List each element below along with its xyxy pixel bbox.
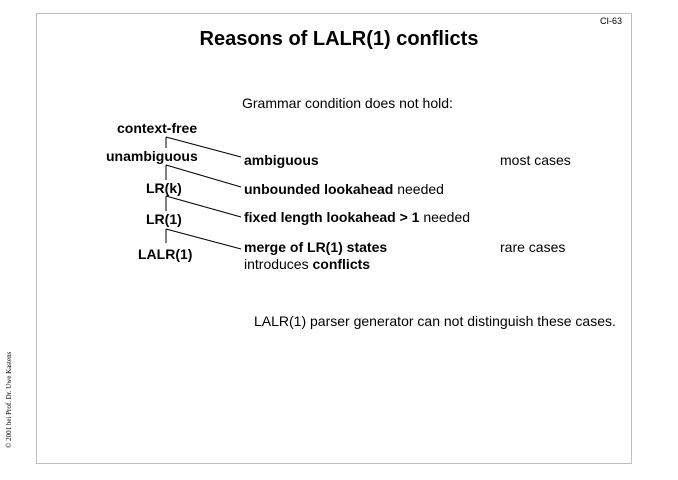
reason-merge-states: merge of LR(1) states (244, 239, 388, 255)
diagonal-line-2 (165, 164, 242, 188)
reason-ambiguous: ambiguous (244, 152, 319, 168)
diagonal-line-3 (165, 195, 242, 218)
hierarchy-lalr1: LALR(1) (138, 246, 193, 262)
hierarchy-context-free: context-free (117, 120, 198, 136)
hierarchy-unambiguous: unambiguous (106, 148, 198, 164)
slide-number: CI-63 (600, 16, 623, 26)
reason-unbounded-lookahead: unbounded lookahead needed (244, 181, 444, 197)
reason-note-most-cases: most cases (500, 152, 571, 168)
hierarchy-lr1: LR(1) (146, 211, 182, 227)
diagonal-line-1 (165, 136, 242, 158)
slide-title: Reasons of LALR(1) conflicts (199, 28, 479, 50)
reason-fixed-lookahead: fixed length lookahead > 1 needed (244, 209, 471, 225)
hierarchy-lrk: LR(k) (146, 180, 182, 196)
reason-note-rare-cases: rare cases (500, 239, 566, 255)
diagonal-line-4 (165, 228, 242, 250)
conclusion-text: LALR(1) parser generator can not disting… (254, 313, 616, 329)
reason-merge-states-line2: introduces conflicts (244, 256, 371, 272)
slide-frame (36, 13, 632, 464)
intro-text: Grammar condition does not hold: (242, 95, 453, 111)
